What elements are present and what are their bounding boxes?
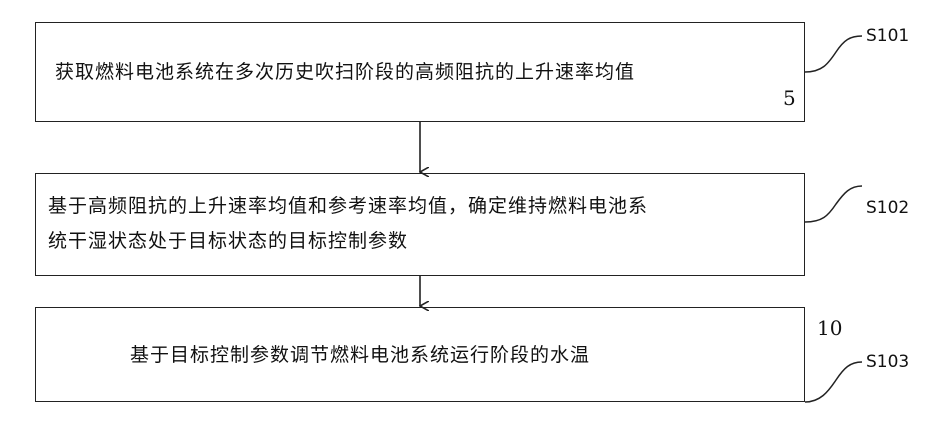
leader-s101	[805, 36, 862, 72]
leader-s103	[805, 362, 862, 402]
leader-s102	[805, 186, 862, 222]
